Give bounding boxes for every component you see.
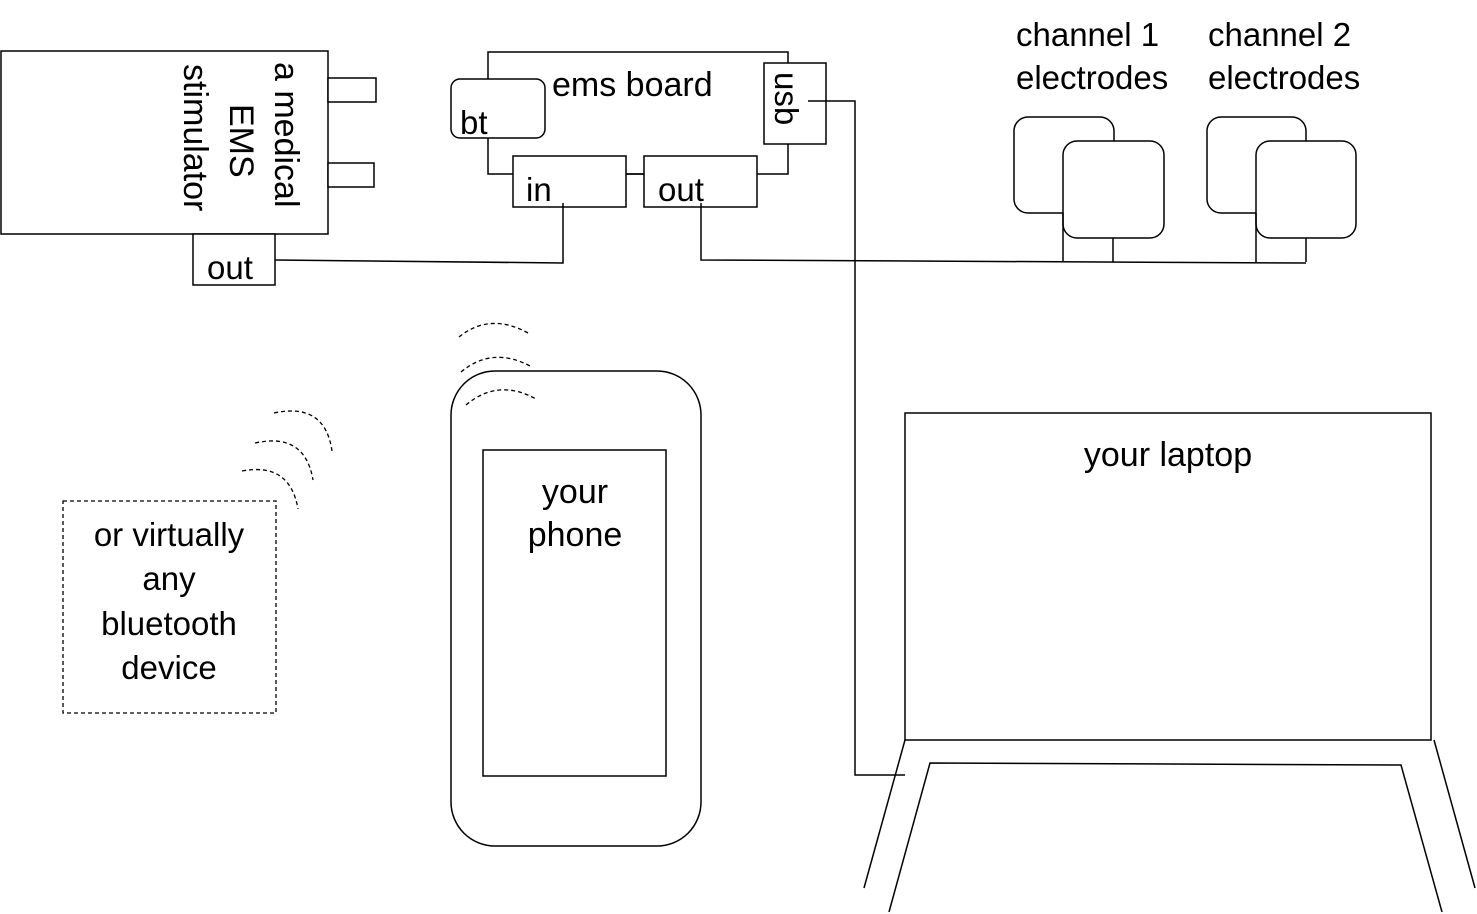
wires [274,100,1307,776]
laptop-label: your laptop [1084,436,1252,474]
phone-signal-wave-1 [458,322,529,338]
board-to-electrodes-wire [700,203,1307,264]
channel1-label-line2: electrodes [1016,59,1168,96]
board-in-port [512,155,627,208]
stimulator-label-line2: EMS [222,104,260,178]
channel2-electrode-front [1255,140,1357,239]
bt-label: bt [460,104,488,141]
channel1-electrode-front [1062,140,1165,239]
phone: your phone [450,322,702,847]
stimulator-label-line3: stimulator [176,64,214,211]
phone-label-line1: your [542,473,608,511]
board-in-label: in [526,171,552,208]
phone-signal-wave-2 [460,356,531,373]
bluetooth-device: or virtually any bluetooth device [62,410,333,714]
phone-label-line2: phone [528,516,623,554]
bluetooth-device-line2: any [142,560,196,597]
laptop-base-outer-left [863,739,906,889]
electrodes: channel 1 electrodes channel 2 electrode… [1013,16,1360,262]
bluetooth-device-line4: device [121,649,216,686]
stimulator-connector-bottom [327,162,375,188]
laptop-base-outer-right [1433,739,1476,889]
channel1-label-line1: channel 1 [1016,16,1159,53]
stimulator-out-label: out [207,249,253,286]
bt-signal-wave-2 [254,440,314,481]
stimulator-to-board-wire [274,203,564,264]
bt-module [450,78,546,139]
stimulator-label-line1: a medical [267,62,305,208]
channel2-label-line2: electrodes [1208,59,1360,96]
bt-signal-wave-3 [273,410,333,452]
usb-label: usb [768,72,805,125]
ems-board: ems board bt usb in out [450,51,827,208]
stimulator-connector-top [327,77,377,103]
phone-signal-icon [458,322,537,406]
board-out-label: out [658,171,704,208]
phone-screen [482,449,667,777]
stimulator-body [0,50,329,235]
bluetooth-device-line3: bluetooth [101,605,237,642]
bluetooth-device-line1: or virtually [94,516,245,553]
laptop-base-inner [888,762,1443,913]
bluetooth-device-box [62,500,277,714]
phone-signal-wave-3 [465,389,537,406]
usb-port [763,62,827,145]
laptop-screen [904,412,1432,741]
ems-board-title: ems board [552,66,713,104]
bluetooth-signal-icon [241,410,333,510]
ems-stimulator: out a medical EMS stimulator [0,50,377,286]
channel2-label-line1: channel 2 [1208,16,1351,53]
laptop: your laptop [863,412,1476,913]
bt-signal-wave-1 [241,468,299,510]
stimulator-out-port [192,233,276,286]
usb-to-laptop-wire [808,100,905,776]
